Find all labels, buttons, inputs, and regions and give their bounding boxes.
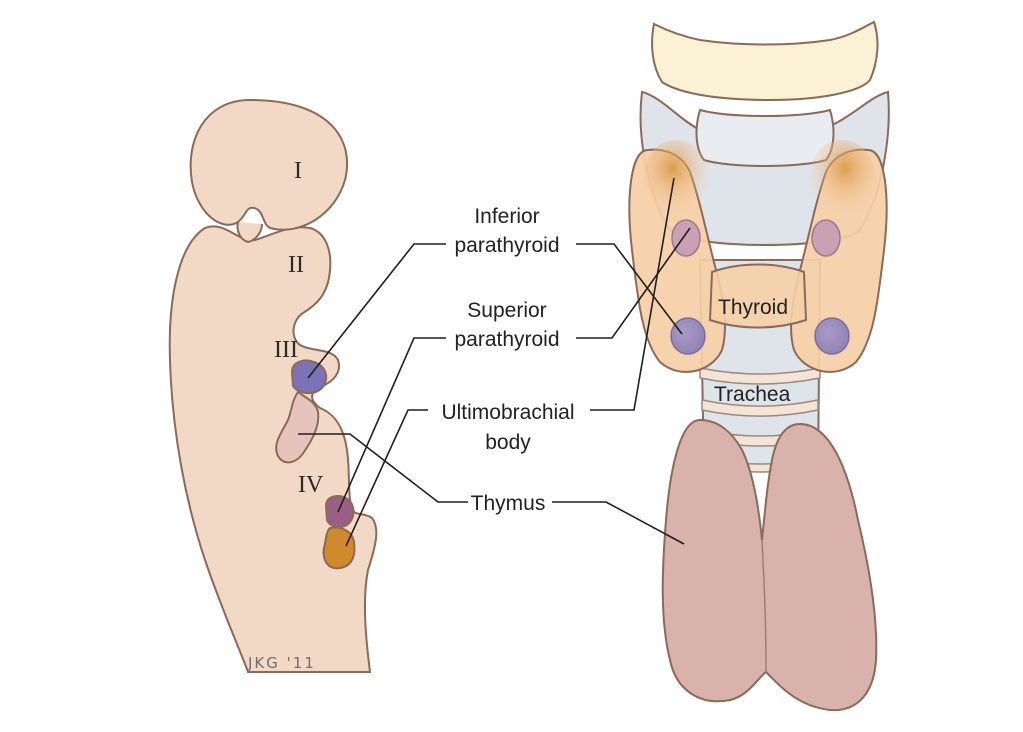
- ultimobrachial-body-label-line2: body: [485, 431, 531, 454]
- trachea-label: Trachea: [714, 383, 791, 406]
- inferior-parathyroid-right: [814, 317, 850, 355]
- callout-labels: Inferior parathyroid Superior parathyroi…: [441, 205, 574, 515]
- ultimobrachial-body-embryo: [322, 526, 356, 570]
- thymus-embryo: [275, 390, 320, 464]
- thymus-division: [761, 539, 767, 673]
- leader-inferior-to-gland: [576, 243, 683, 335]
- leader-thymus-to-gland: [552, 501, 685, 545]
- leader-ultimobrachial-to-embryo: [345, 409, 428, 547]
- leader-thymus-to-embryo: [298, 433, 468, 503]
- inferior-parathyroid-label-line1: Inferior: [474, 205, 539, 228]
- embryo-pharynx: I II III IV JKG '11: [168, 98, 378, 673]
- leader-superior-to-embryo: [337, 337, 446, 513]
- pouch-one-neck: [236, 221, 263, 244]
- pouch-one: [189, 98, 349, 231]
- thyroid-shading-right: [808, 140, 876, 220]
- pharynx-body: [168, 225, 378, 673]
- ultimobrachial-body-label-line1: Ultimobrachial: [441, 401, 574, 424]
- hyoid-cartilage: [651, 20, 879, 102]
- superior-parathyroid-label-line1: Superior: [467, 299, 546, 322]
- leader-ultimobrachial-to-gland: [590, 177, 675, 411]
- pouch-label-ii: II: [288, 252, 304, 278]
- thyroid-isthmus: [708, 263, 808, 329]
- cricoid-cartilage: [695, 108, 835, 167]
- superior-parathyroid-left: [671, 219, 701, 257]
- thyroid-shading-left: [642, 140, 710, 220]
- adult-neck-anatomy: Thyroid Trachea: [628, 20, 890, 712]
- inferior-parathyroid-label-line2: parathyroid: [454, 234, 559, 257]
- thymus-label: Thymus: [471, 492, 546, 515]
- pouch-label-i: I: [294, 158, 302, 184]
- leader-lines: [298, 177, 691, 547]
- thyroid-label: Thyroid: [718, 296, 788, 319]
- leader-inferior-to-embryo: [307, 243, 446, 379]
- superior-parathyroid-right: [811, 219, 841, 257]
- leader-superior-to-gland: [576, 227, 691, 339]
- superior-parathyroid-label-line2: parathyroid: [454, 328, 559, 351]
- superior-parathyroid-embryo: [324, 495, 355, 528]
- thymus: [661, 418, 878, 712]
- pouch-label-iv: IV: [298, 472, 324, 498]
- artist-signature: JKG '11: [247, 654, 316, 672]
- pouch-label-iii: III: [274, 337, 298, 363]
- inferior-parathyroid-left: [670, 317, 706, 355]
